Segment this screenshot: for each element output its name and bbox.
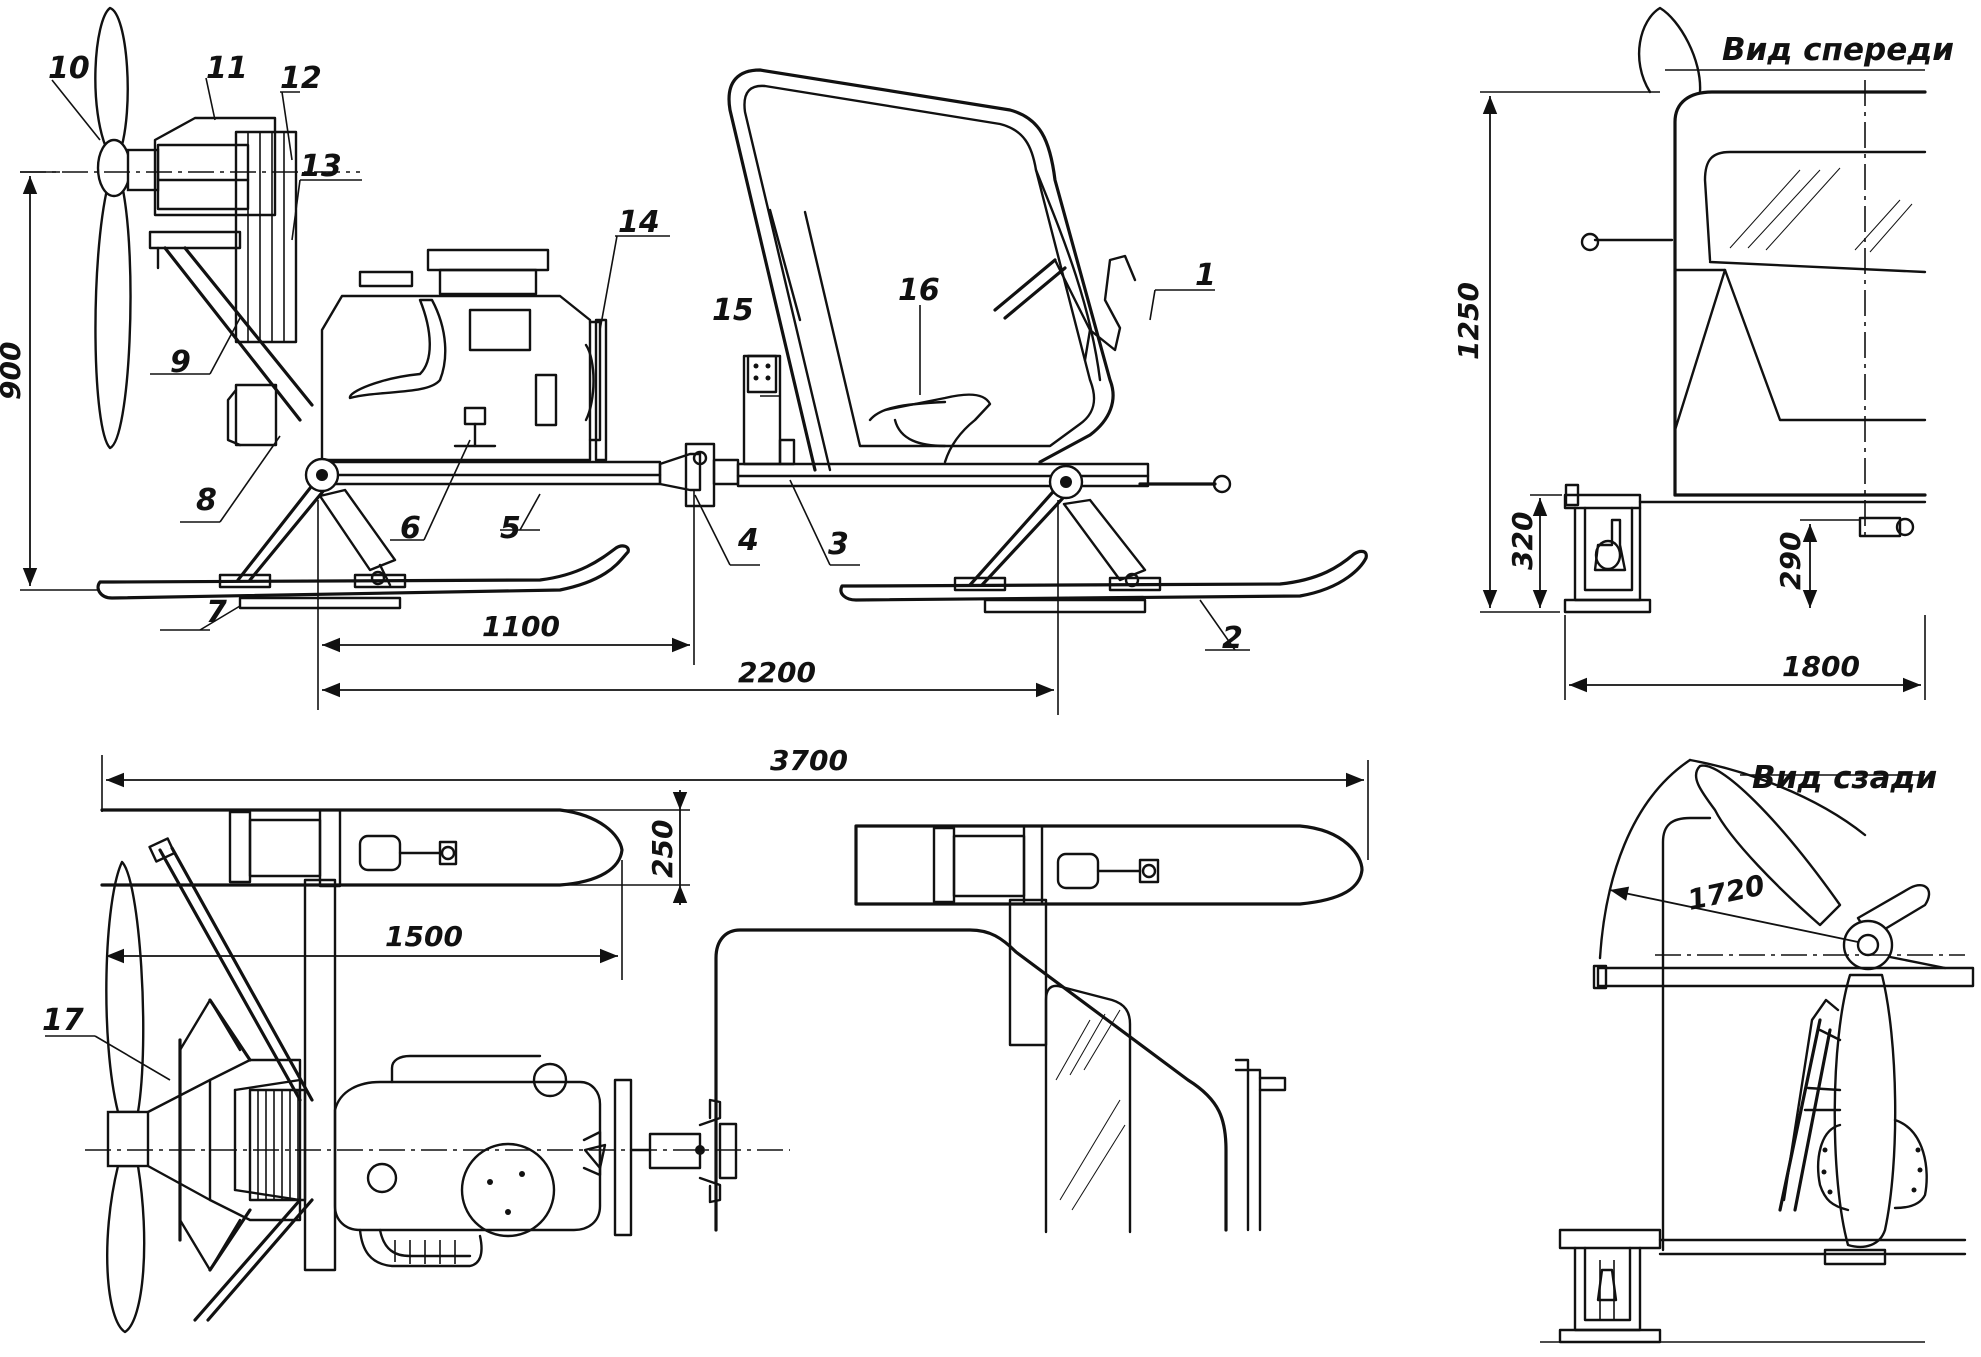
- label-5: 5: [500, 511, 521, 546]
- propeller-side: [94, 6, 160, 450]
- label-16: 16: [898, 273, 940, 308]
- rear-view-title: Вид сзади: [1752, 760, 1937, 796]
- label-17: 17: [42, 1003, 84, 1038]
- dim-900: 900: [0, 342, 27, 400]
- ski-top-rear: [854, 824, 1364, 906]
- part-labels: 10 11 12 13 14 15 16 1 9 8 6 5 4 3 7 2 1…: [42, 51, 1243, 1081]
- rear-crossbeam: [1008, 898, 1048, 1047]
- dim-1250: 1250: [1452, 282, 1485, 360]
- dimensions-top: [101, 755, 1369, 980]
- dim-320: 320: [1506, 512, 1539, 570]
- dim-1100: 1100: [482, 610, 560, 643]
- label-6: 6: [400, 511, 421, 546]
- front-view: [1480, 6, 1927, 700]
- label-15: 15: [712, 293, 754, 328]
- dimensions-front: [1480, 91, 1926, 700]
- drive-shaft-top: [613, 1078, 738, 1237]
- propeller-top: [105, 860, 150, 1334]
- label-7: 7: [206, 595, 227, 630]
- propeller-frame: [148, 230, 314, 447]
- label-12: 12: [280, 61, 322, 96]
- rear-frame: [1778, 998, 1928, 1212]
- label-3: 3: [828, 527, 849, 562]
- front-ski: [96, 544, 630, 600]
- engine-top: [333, 1054, 607, 1268]
- rear-suspension: [953, 464, 1162, 592]
- dimension-labels: 900 1100 2200 1250 320 290 1800 3700 250…: [0, 282, 1860, 953]
- rear-beam: [736, 462, 1232, 494]
- control-box: [742, 354, 796, 466]
- rear-ski: [839, 549, 1368, 602]
- front-suspension: [218, 457, 407, 589]
- dim-290: 290: [1774, 532, 1807, 590]
- cabin-side: [727, 68, 1137, 472]
- front-crossbeam: [303, 878, 337, 1272]
- label-1: 1: [1195, 258, 1216, 293]
- dim-1500: 1500: [385, 920, 463, 953]
- coupling: [658, 442, 740, 508]
- label-2: 2: [1222, 621, 1243, 656]
- radiator-top: [248, 1088, 307, 1202]
- dim-1720: 1720: [1685, 868, 1768, 916]
- label-4: 4: [737, 523, 759, 558]
- front-view-title: Вид спереди: [1722, 32, 1954, 68]
- label-8: 8: [196, 483, 217, 518]
- rear-ski-mount: [932, 824, 1160, 906]
- front-ski-mount: [228, 808, 458, 888]
- label-9: 9: [170, 345, 191, 380]
- engine-upper: [153, 116, 298, 344]
- side-view: [20, 6, 1368, 715]
- top-view: [85, 755, 1369, 1334]
- label-14: 14: [618, 205, 660, 240]
- leaders-side: [51, 77, 1250, 651]
- dim-1800: 1800: [1782, 650, 1860, 683]
- ski-top-front: [100, 808, 624, 887]
- label-11: 11: [206, 51, 248, 86]
- propeller-frame-top: [146, 837, 314, 1322]
- view-titles: Вид спереди Вид сзади: [1722, 32, 1954, 796]
- cabin-top: [714, 928, 1287, 1234]
- main-beam: [318, 460, 662, 486]
- dim-3700: 3700: [770, 744, 848, 777]
- rear-view: [1540, 758, 1975, 1344]
- dimensions-side: [20, 171, 1059, 715]
- label-10: 10: [48, 51, 90, 86]
- dim-2200: 2200: [738, 656, 816, 689]
- label-13: 13: [300, 149, 342, 184]
- engine-block: [320, 248, 602, 462]
- dim-250: 250: [646, 820, 679, 878]
